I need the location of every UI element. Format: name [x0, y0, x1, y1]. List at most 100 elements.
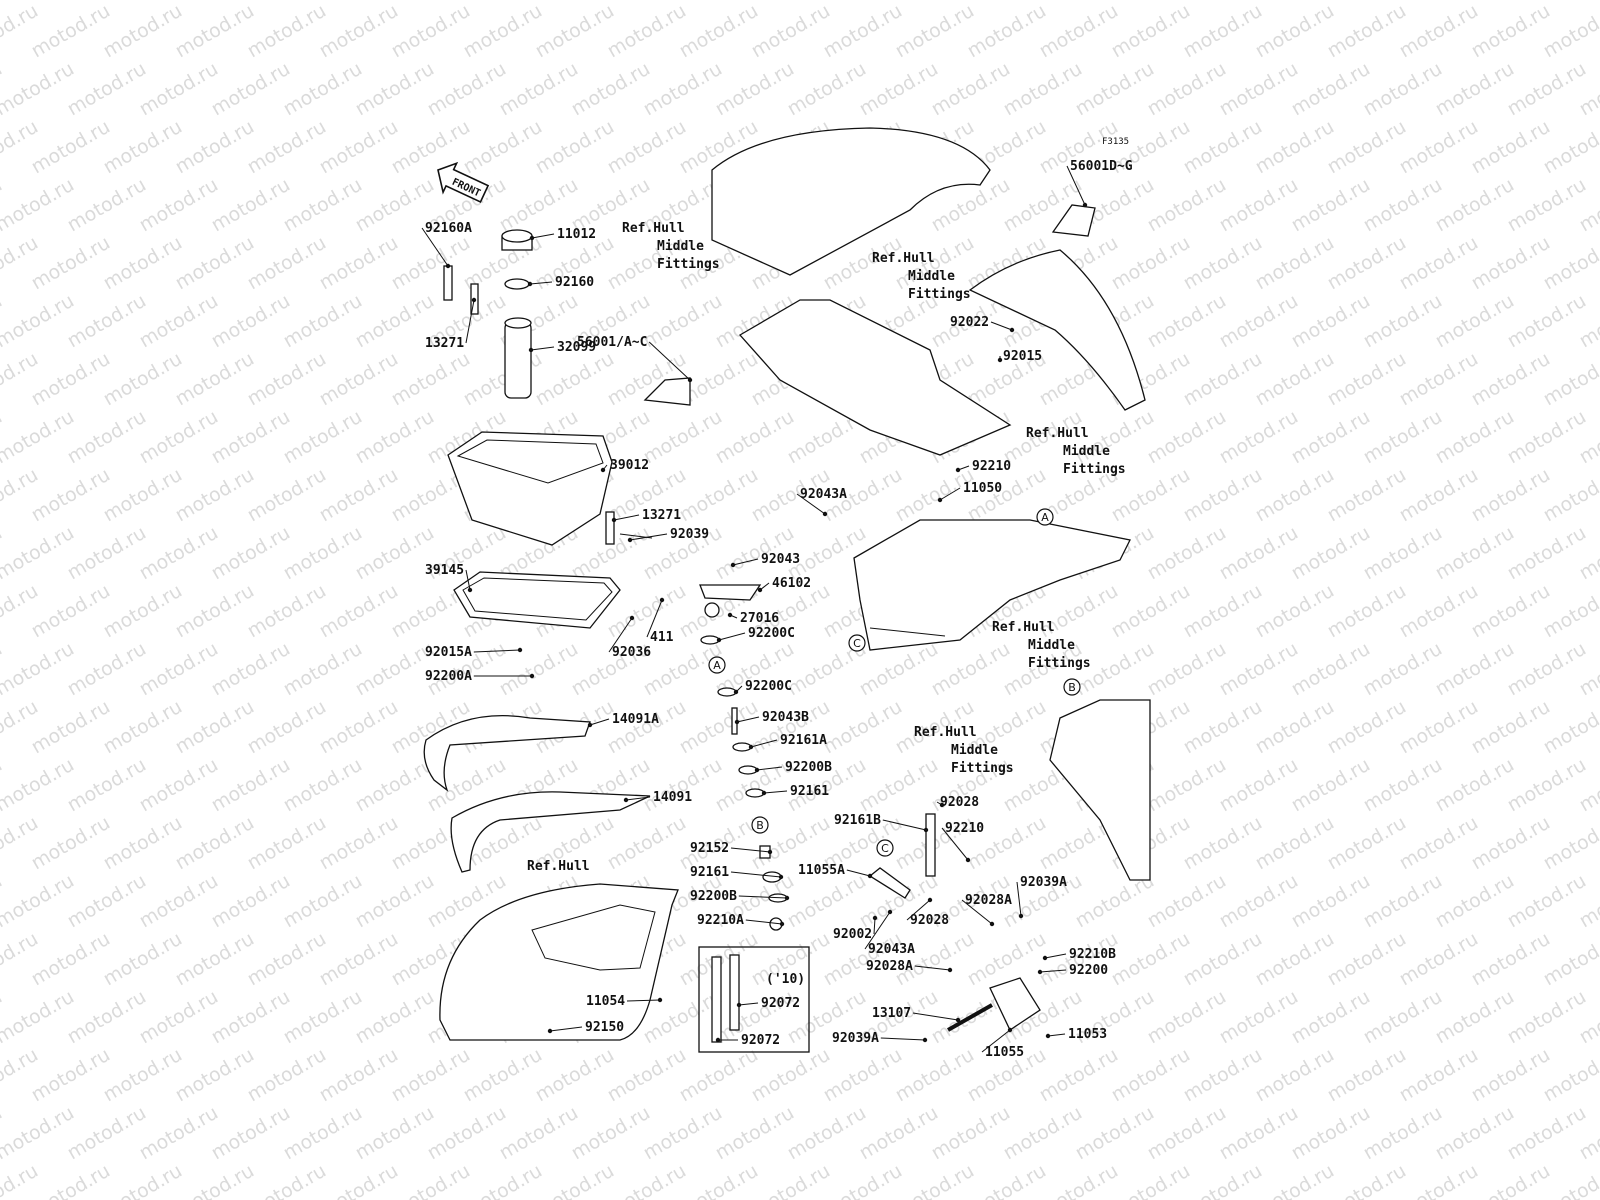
watermark-text: motod.ru: [1468, 232, 1554, 295]
part-number-label: 92022: [950, 315, 989, 330]
part-number-label: 92200C: [748, 626, 795, 641]
watermark-text: motod.ru: [172, 1044, 258, 1107]
watermark-text: motod.ru: [1288, 870, 1374, 933]
leader-dot: [528, 347, 534, 353]
leader-dot: [736, 1002, 742, 1008]
bracket-11055: [989, 977, 1041, 1031]
part-number-label: 39012: [610, 458, 649, 473]
leader-line: [846, 869, 871, 877]
svg-text:Ref.Hull: Ref.Hull: [992, 620, 1055, 635]
watermark-text: motod.ru: [1396, 580, 1482, 643]
watermark-text: motod.ru: [784, 58, 870, 121]
watermark-text: motod.ru: [28, 812, 114, 875]
watermark-text: motod.ru: [244, 1160, 330, 1200]
watermark-text: motod.ru: [1396, 812, 1482, 875]
leader-line: [1039, 969, 1067, 973]
watermark-text: motod.ru: [568, 0, 654, 4]
watermark-text: motod.ru: [1144, 638, 1230, 701]
part-number-label: 92043: [761, 552, 800, 567]
watermark-text: motod.ru: [136, 986, 222, 1049]
leader-line: [882, 819, 927, 831]
leader-line: [941, 827, 969, 861]
watermark-text: motod.ru: [280, 1102, 366, 1165]
watermark-text: motod.ru: [1324, 116, 1410, 179]
part-number-label: 92028: [910, 913, 949, 928]
leader-dot: [627, 537, 633, 543]
watermark-text: motod.ru: [460, 1044, 546, 1107]
watermark-text: motod.ru: [208, 522, 294, 585]
watermark-text: motod.ru: [1108, 1044, 1194, 1107]
watermark-text: motod.ru: [1216, 0, 1302, 4]
watermark-text: motod.ru: [1396, 1160, 1482, 1200]
watermark-text: motod.ru: [1468, 580, 1554, 643]
watermark-text: motod.ru: [1324, 232, 1410, 295]
leader-line: [990, 321, 1013, 331]
leader-line: [906, 899, 931, 921]
watermark-text: motod.ru: [352, 58, 438, 121]
part-number-label: 92028A: [965, 893, 1012, 908]
watermark-text: motod.ru: [1468, 116, 1554, 179]
watermark-text: motod.ru: [1252, 464, 1338, 527]
watermark-text: motod.ru: [244, 696, 330, 759]
leader-dot: [955, 1017, 961, 1023]
leader-dot: [629, 615, 635, 621]
watermark-text: motod.ru: [1504, 0, 1590, 4]
leader-dot: [779, 921, 785, 927]
watermark-text: motod.ru: [1216, 522, 1302, 585]
watermark-text: motod.ru: [352, 0, 438, 4]
watermark-text: motod.ru: [640, 58, 726, 121]
watermark-text: motod.ru: [172, 812, 258, 875]
watermark-text: motod.ru: [1540, 464, 1600, 527]
watermark-text: motod.ru: [1144, 1102, 1230, 1165]
part-number-label: 92072: [741, 1033, 780, 1048]
watermark-text: motod.ru: [748, 0, 834, 62]
watermark-text: motod.ru: [0, 406, 78, 469]
watermark-text: motod.ru: [1360, 870, 1446, 933]
watermark-text: motod.ru: [1216, 290, 1302, 353]
watermark-text: motod.ru: [1432, 638, 1518, 701]
watermark-text: motod.ru: [172, 348, 258, 411]
svg-text:A: A: [1041, 511, 1049, 524]
watermark-text: motod.ru: [1432, 0, 1518, 4]
mirror-56001-right: [1051, 204, 1096, 237]
watermark-text: motod.ru: [172, 116, 258, 179]
svg-text:C: C: [881, 842, 889, 855]
watermark-text: motod.ru: [676, 464, 762, 527]
part-number-label: 92210A: [697, 913, 744, 928]
leader-dot: [733, 689, 739, 695]
year-note: ('10): [766, 972, 805, 987]
watermark-text: motod.ru: [0, 290, 78, 353]
watermark-text: motod.ru: [856, 0, 942, 4]
watermark-text: motod.ru: [1180, 464, 1266, 527]
watermark-text: motod.ru: [856, 754, 942, 817]
watermark-text: motod.ru: [244, 348, 330, 411]
watermark-text: motod.ru: [244, 232, 330, 295]
watermark-text: motod.ru: [1396, 696, 1482, 759]
watermark-text: motod.ru: [316, 1160, 402, 1200]
leader-line: [914, 965, 951, 971]
watermark-text: motod.ru: [1540, 348, 1600, 411]
svg-text:B: B: [1068, 681, 1076, 694]
leader-dot: [623, 797, 629, 803]
part-number-label: 56001D~G: [1070, 159, 1133, 174]
leader-dot: [1045, 1033, 1051, 1039]
watermark-text: motod.ru: [28, 580, 114, 643]
part-number-label: 411: [650, 630, 674, 645]
watermark-text: motod.ru: [1288, 406, 1374, 469]
part-number-label: 11055: [985, 1045, 1024, 1060]
watermark-text: motod.ru: [1540, 928, 1600, 991]
leader-line: [732, 558, 759, 566]
part-number-label: 92015: [1003, 349, 1042, 364]
part-number-label: 11012: [557, 227, 596, 242]
leader-dot: [730, 562, 736, 568]
watermark-text: motod.ru: [604, 1160, 690, 1200]
watermark-text: motod.ru: [172, 1160, 258, 1200]
leader-line: [529, 281, 553, 285]
leader-dot: [715, 1037, 721, 1043]
watermark-text: motod.ru: [1288, 986, 1374, 1049]
watermark-text: motod.ru: [0, 870, 78, 933]
watermark-text: motod.ru: [568, 58, 654, 121]
watermark-text: motod.ru: [424, 58, 510, 121]
watermark-text: motod.ru: [352, 406, 438, 469]
watermark-text: motod.ru: [1432, 174, 1518, 237]
